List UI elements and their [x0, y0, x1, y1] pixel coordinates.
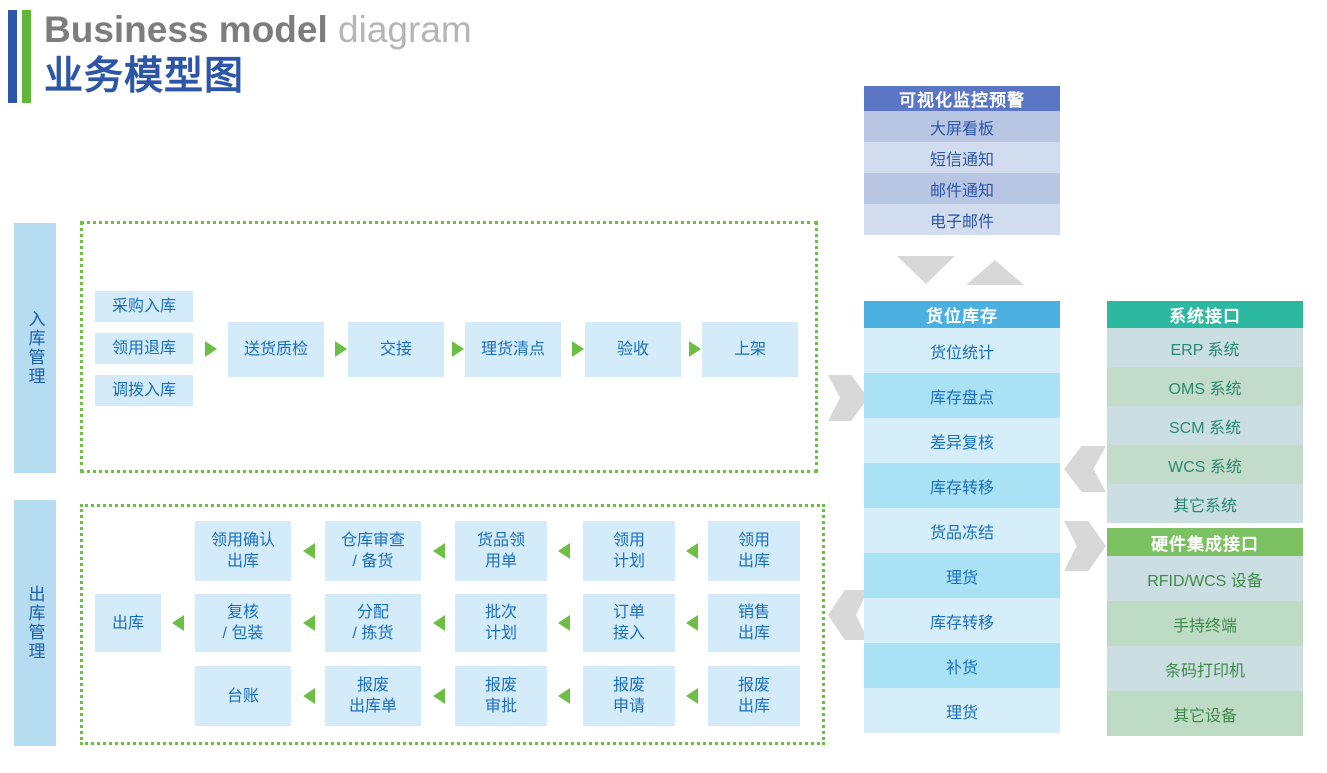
section-label-inbound: 入库管理: [14, 223, 56, 473]
panel-system-interface: 系统接口 ERP 系统 OMS 系统 SCM 系统 WCS 系统 其它系统: [1107, 301, 1303, 523]
outbound-r1-c3[interactable]: 批次 计划: [455, 594, 547, 652]
outbound-arrow-r1-2-icon: [433, 615, 445, 631]
outbound-arrow-r1-4-icon: [686, 615, 698, 631]
inbound-stack-item-2[interactable]: 调拨入库: [95, 375, 193, 406]
inventory-row-1[interactable]: 库存盘点: [864, 373, 1060, 418]
system-interface-row-1[interactable]: OMS 系统: [1107, 367, 1303, 406]
outbound-r2-c2[interactable]: 报废 审批: [455, 666, 547, 726]
outbound-arrow-r2-1-icon: [433, 688, 445, 704]
inbound-dotted-container: [80, 221, 818, 473]
hardware-interface-row-2[interactable]: 条码打印机: [1107, 646, 1303, 691]
outbound-r1-c4[interactable]: 订单 接入: [583, 594, 675, 652]
outbound-r0-c2[interactable]: 货品领 用单: [455, 521, 547, 581]
hardware-interface-row-0[interactable]: RFID/WCS 设备: [1107, 556, 1303, 601]
outbound-arrow-r0-0-icon: [303, 543, 315, 559]
inbound-stack-item-1[interactable]: 领用退库: [95, 333, 193, 364]
inventory-row-8[interactable]: 理货: [864, 688, 1060, 733]
inventory-row-7[interactable]: 补货: [864, 643, 1060, 688]
page-title: 业务模型图: [44, 55, 245, 98]
outbound-arrow-r0-2-icon: [558, 543, 570, 559]
system-interface-row-0[interactable]: ERP 系统: [1107, 328, 1303, 367]
inbound-step-0[interactable]: 送货质检: [228, 322, 324, 377]
panel-monitoring-header: 可视化监控预警: [864, 86, 1060, 111]
inbound-arrow-1-icon: [335, 341, 347, 357]
outbound-arrow-r2-2-icon: [558, 688, 570, 704]
panel-hardware-interface: 硬件集成接口 RFID/WCS 设备 手持终端 条码打印机 其它设备: [1107, 528, 1303, 736]
outbound-r2-c3[interactable]: 报废 申请: [583, 666, 675, 726]
accent-bar-green: [22, 10, 31, 103]
connector-outbound-to-inventory-icon: [828, 590, 868, 640]
outbound-arrow-r1-3-icon: [558, 615, 570, 631]
outbound-r0-c0[interactable]: 领用确认 出库: [195, 521, 291, 581]
inbound-arrow-0-icon: [205, 341, 217, 357]
inbound-arrow-2-icon: [452, 341, 464, 357]
outbound-arrow-r2-0-icon: [303, 688, 315, 704]
outbound-r0-c1[interactable]: 仓库审查 / 备货: [325, 521, 421, 581]
connector-inventory-to-system-icon: [1064, 446, 1106, 492]
outbound-r2-c1[interactable]: 报废 出库单: [325, 666, 421, 726]
inbound-arrow-4-icon: [689, 341, 701, 357]
connector-inbound-to-inventory-icon: [828, 375, 868, 421]
hardware-interface-row-3[interactable]: 其它设备: [1107, 691, 1303, 736]
outbound-r1-c2[interactable]: 分配 / 拣货: [325, 594, 421, 652]
outbound-arrow-r1-1-icon: [303, 615, 315, 631]
outbound-arrow-r1-0-icon: [172, 615, 184, 631]
connector-inventory-to-hardware-icon: [1064, 521, 1106, 571]
inbound-step-1[interactable]: 交接: [348, 322, 444, 377]
title-accent-bars: [8, 10, 31, 103]
connector-monitoring-up-icon: [966, 260, 1024, 285]
system-interface-row-4[interactable]: 其它系统: [1107, 484, 1303, 523]
outbound-dotted-container: [80, 504, 825, 745]
connector-monitoring-down-icon: [897, 256, 955, 284]
outbound-r2-c0[interactable]: 台账: [195, 666, 291, 726]
outbound-r1-c1[interactable]: 复核 / 包装: [195, 594, 291, 652]
title-english: Business model diagram: [44, 8, 472, 52]
inventory-row-0[interactable]: 货位统计: [864, 328, 1060, 373]
outbound-arrow-r0-3-icon: [686, 543, 698, 559]
inbound-step-2[interactable]: 理货清点: [465, 322, 561, 377]
title-english-bold: Business model: [44, 9, 328, 50]
outbound-r2-c4[interactable]: 报废 出库: [708, 666, 800, 726]
inbound-stack-item-0[interactable]: 采购入库: [95, 291, 193, 322]
monitoring-row-2[interactable]: 邮件通知: [864, 173, 1060, 204]
panel-inventory: 货位库存 货位统计 库存盘点 差异复核 库存转移 货品冻结 理货 库存转移 补货…: [864, 301, 1060, 733]
panel-system-interface-header: 系统接口: [1107, 301, 1303, 328]
monitoring-row-3[interactable]: 电子邮件: [864, 204, 1060, 235]
panel-inventory-header: 货位库存: [864, 301, 1060, 328]
accent-bar-blue: [8, 10, 17, 103]
system-interface-row-3[interactable]: WCS 系统: [1107, 445, 1303, 484]
outbound-r0-c4[interactable]: 领用 出库: [708, 521, 800, 581]
system-interface-row-2[interactable]: SCM 系统: [1107, 406, 1303, 445]
inbound-arrow-3-icon: [572, 341, 584, 357]
inbound-step-4[interactable]: 上架: [702, 322, 798, 377]
monitoring-row-0[interactable]: 大屏看板: [864, 111, 1060, 142]
hardware-interface-row-1[interactable]: 手持终端: [1107, 601, 1303, 646]
panel-hardware-interface-header: 硬件集成接口: [1107, 528, 1303, 556]
panel-monitoring: 可视化监控预警 大屏看板 短信通知 邮件通知 电子邮件: [864, 86, 1060, 235]
outbound-arrow-r0-1-icon: [433, 543, 445, 559]
inventory-row-2[interactable]: 差异复核: [864, 418, 1060, 463]
inbound-step-3[interactable]: 验收: [585, 322, 681, 377]
inventory-row-5[interactable]: 理货: [864, 553, 1060, 598]
monitoring-row-1[interactable]: 短信通知: [864, 142, 1060, 173]
outbound-arrow-r2-3-icon: [686, 688, 698, 704]
outbound-r1-c5[interactable]: 销售 出库: [708, 594, 800, 652]
inventory-row-4[interactable]: 货品冻结: [864, 508, 1060, 553]
title-english-light: diagram: [327, 9, 472, 50]
section-label-outbound: 出库管理: [14, 500, 56, 746]
inventory-row-3[interactable]: 库存转移: [864, 463, 1060, 508]
outbound-r1-c0[interactable]: 出库: [95, 594, 161, 652]
inventory-row-6[interactable]: 库存转移: [864, 598, 1060, 643]
outbound-r0-c3[interactable]: 领用 计划: [583, 521, 675, 581]
